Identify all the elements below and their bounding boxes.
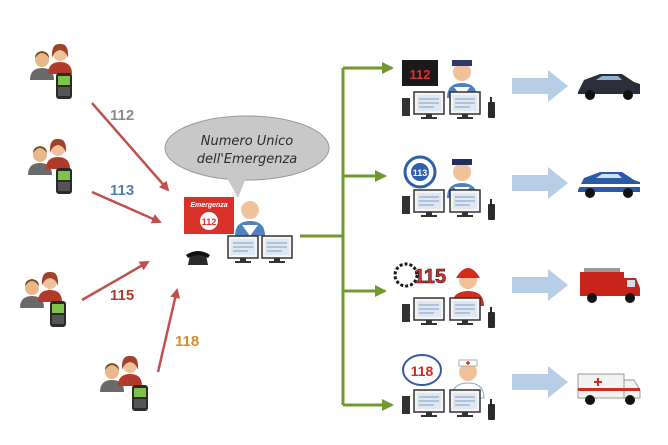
monitor-icon (413, 91, 445, 120)
bubble-line-1: Numero Unico (201, 134, 294, 149)
monitor-icon (449, 297, 481, 326)
caller-2 (28, 138, 72, 194)
monitor-icon (413, 297, 445, 326)
caller-4 (100, 355, 148, 411)
monitor-icon (449, 189, 481, 218)
police-car-icon (578, 172, 640, 198)
monitor-icon (413, 189, 445, 218)
emergenza-badge: Emergenza 112 (184, 197, 234, 234)
number-115: 115 (110, 287, 134, 304)
monitor-icon (413, 389, 445, 418)
monitor-icon (449, 389, 481, 418)
radio-icon (488, 399, 495, 420)
desk-phone-icon (186, 251, 210, 265)
ambulance-icon (577, 373, 641, 405)
call-arrow-112 (91, 102, 170, 192)
radio-icon (488, 199, 495, 220)
fire-truck-icon (580, 268, 640, 303)
svg-text:112: 112 (410, 67, 431, 82)
speech-bubble: Numero Unico dell'Emergenza (164, 115, 330, 198)
carabinieri-badge: 112 (402, 60, 438, 86)
dispatch-arrow-1 (512, 70, 568, 102)
dispatch-arrow-4 (512, 366, 568, 398)
call-arrow-115 (81, 260, 150, 302)
svg-text:118: 118 (411, 363, 434, 379)
call-arrow-113 (91, 190, 162, 224)
ambulance-badge: 118 (402, 354, 442, 386)
radio-icon (488, 97, 495, 118)
dispatch-arrow-2 (512, 167, 568, 199)
operator-icon (235, 201, 265, 236)
radio-icon (488, 307, 495, 328)
police-badge: 113 (403, 155, 437, 189)
distribution-lines (300, 62, 394, 411)
carabinieri-car-icon (578, 74, 640, 100)
monitor-icon (227, 235, 259, 264)
firefighters-badge: 115 (393, 262, 446, 288)
svg-text:113: 113 (413, 168, 428, 178)
service-118: 118 (402, 354, 495, 420)
number-118: 118 (175, 333, 199, 350)
service-112: 112 (402, 60, 495, 120)
number-113: 113 (110, 182, 134, 199)
service-115: 115 (393, 262, 495, 328)
svg-text:112: 112 (202, 217, 217, 227)
number-112: 112 (110, 107, 134, 124)
bubble-line-2: dell'Emergenza (197, 152, 298, 167)
monitor-icon (261, 235, 293, 264)
dispatch-arrow-3 (512, 269, 568, 301)
svg-text:Emergenza: Emergenza (190, 202, 227, 209)
central-station: Emergenza 112 (184, 197, 293, 265)
caller-1 (30, 43, 72, 99)
caller-3 (20, 271, 66, 327)
call-arrow-118 (156, 288, 181, 373)
svg-text:115: 115 (414, 266, 446, 288)
service-113: 113 (402, 155, 495, 220)
dispatch-arrows (512, 70, 568, 398)
monitor-icon (449, 91, 481, 120)
